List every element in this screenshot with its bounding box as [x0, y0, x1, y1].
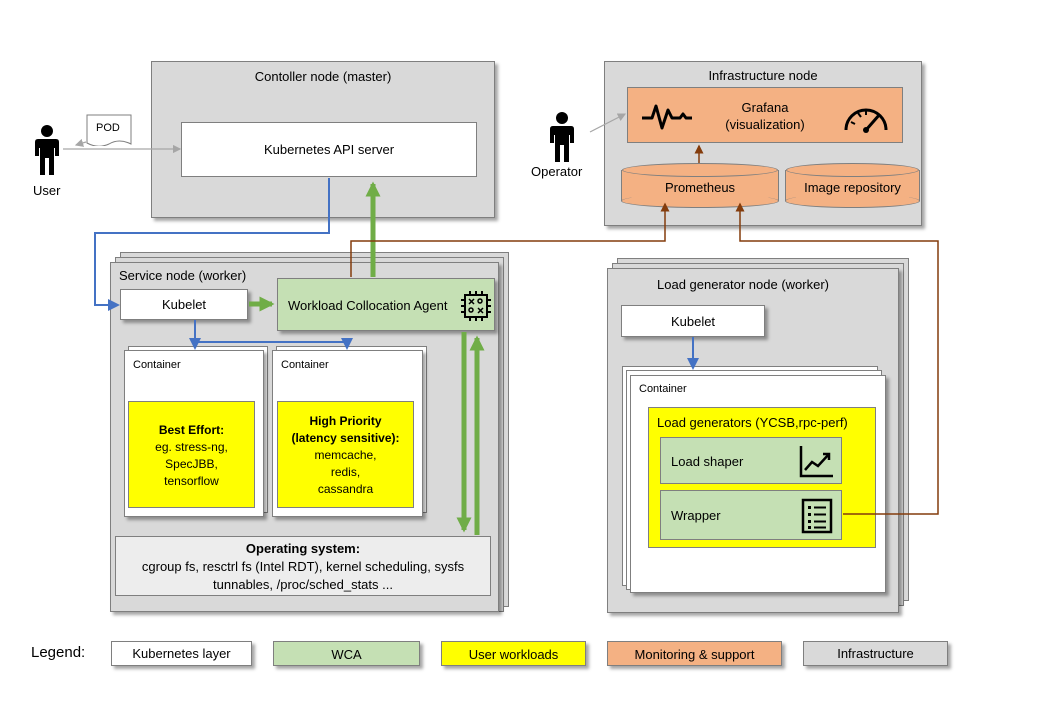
wrapper-box[interactable]: Wrapper — [660, 490, 842, 540]
kubernetes-api-server[interactable]: Kubernetes API server — [181, 122, 477, 177]
loadgen-kubelet[interactable]: Kubelet — [621, 305, 765, 337]
os-title: Operating system: — [245, 541, 361, 556]
circuit-board-icon — [461, 291, 491, 321]
trend-chart-icon — [799, 446, 833, 478]
operating-system-box: Operating system: cgroup fs, resctrl fs … — [115, 536, 491, 596]
grafana-box[interactable]: Grafana (visualization) — [627, 87, 903, 143]
service-kubelet-label: Kubelet — [161, 297, 207, 312]
high-priority-line-1: memcache, — [314, 448, 377, 462]
high-priority-title-1: High Priority — [309, 414, 382, 428]
gauge-icon — [844, 108, 888, 133]
pod-document: POD — [86, 114, 132, 147]
legend-item-label: User workloads — [468, 647, 559, 662]
legend-label: Legend: — [31, 644, 86, 661]
legend-item-label: Kubernetes layer — [132, 646, 231, 661]
legend-item-label: Infrastructure — [837, 646, 914, 661]
prometheus-label: Prometheus — [664, 180, 736, 195]
legend-monitoring-support: Monitoring & support — [607, 641, 782, 666]
container-label: Container — [133, 359, 181, 371]
best-effort-title: Best Effort: — [158, 423, 225, 437]
loadgen-kubelet-label: Kubelet — [670, 314, 716, 329]
high-priority-line-3: cassandra — [317, 482, 374, 496]
legend-kubernetes-layer: Kubernetes layer — [111, 641, 252, 666]
grafana-sublabel: (visualization) — [725, 117, 805, 132]
checklist-icon — [801, 498, 833, 534]
legend-item-label: Monitoring & support — [634, 647, 755, 662]
load-shaper-label: Load shaper — [671, 454, 744, 469]
high-priority-line-2: redis, — [330, 465, 361, 479]
grafana-label: Grafana — [741, 100, 789, 115]
os-line-1: cgroup fs, resctrl fs (Intel RDT), kerne… — [141, 559, 465, 574]
load-shaper-box[interactable]: Load shaper — [660, 437, 842, 484]
pod-arrow — [74, 138, 87, 147]
loadgen-container-label: Container — [639, 383, 687, 395]
service-node-title: Service node (worker) — [119, 268, 247, 283]
user-label: User — [33, 183, 61, 198]
workload-collocation-agent[interactable]: Workload Collocation Agent — [277, 278, 495, 331]
os-line-2: tunnables, /proc/sched_stats ... — [213, 577, 393, 592]
user-icon — [33, 124, 61, 176]
operator-icon — [548, 111, 576, 163]
high-priority-title-2: (latency sensitive): — [291, 431, 400, 445]
best-effort-line-1: eg. stress-ng, — [155, 440, 228, 454]
service-kubelet[interactable]: Kubelet — [120, 289, 248, 320]
legend-user-workloads: User workloads — [441, 641, 586, 666]
image-repository-cylinder[interactable]: Image repository — [785, 163, 920, 208]
pulse-icon — [642, 104, 692, 130]
best-effort-line-2: SpecJBB, — [165, 457, 218, 471]
legend-infrastructure: Infrastructure — [803, 641, 948, 666]
kubernetes-api-server-label: Kubernetes API server — [263, 142, 395, 157]
best-effort-workload[interactable]: Best Effort: eg. stress-ng, SpecJBB, ten… — [128, 401, 255, 508]
legend-wca: WCA — [273, 641, 420, 666]
load-generator-node-title: Load generator node (worker) — [657, 277, 829, 292]
prometheus-cylinder[interactable]: Prometheus — [621, 163, 779, 208]
container-label: Container — [281, 359, 329, 371]
load-generators-label: Load generators (YCSB,rpc-perf) — [657, 415, 848, 430]
wca-label: Workload Collocation Agent — [288, 298, 448, 313]
legend-item-label: WCA — [331, 647, 362, 662]
wrapper-label: Wrapper — [671, 508, 721, 523]
controller-node-title: Contoller node (master) — [254, 69, 392, 84]
high-priority-workload[interactable]: High Priority (latency sensitive): memca… — [277, 401, 414, 508]
infrastructure-node-title: Infrastructure node — [708, 68, 818, 83]
operator-label: Operator — [531, 164, 583, 179]
best-effort-line-3: tensorflow — [164, 474, 219, 488]
image-repository-label: Image repository — [804, 180, 901, 195]
pod-label: POD — [96, 122, 120, 134]
